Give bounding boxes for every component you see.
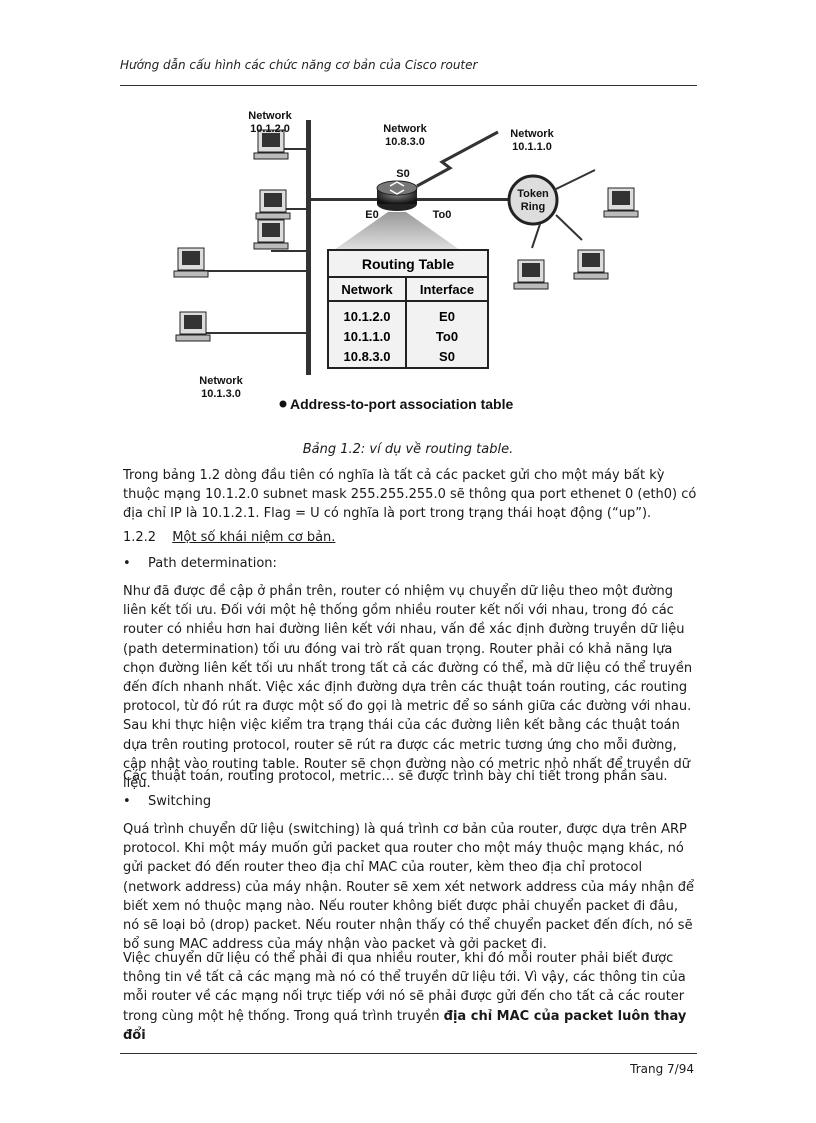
table-cell: 10.1.1.0 bbox=[344, 329, 391, 344]
bullet-dot bbox=[279, 400, 287, 408]
bullet-symbol: • bbox=[123, 556, 131, 571]
paragraph: Trong bảng 1.2 dòng đầu tiên có nghĩa là… bbox=[123, 466, 698, 524]
computer-icon bbox=[173, 247, 209, 278]
paragraph-text: Trong bảng 1.2 dòng đầu tiên có nghĩa là… bbox=[123, 468, 697, 522]
router-icon bbox=[376, 180, 418, 211]
bullet-text: Switching bbox=[148, 794, 212, 809]
section-title: Một số khái niệm cơ bản. bbox=[172, 530, 336, 545]
table-cell: E0 bbox=[439, 309, 455, 324]
computer-icon bbox=[603, 187, 639, 218]
section-number: 1.2.2 bbox=[123, 530, 157, 545]
network-label: Network bbox=[248, 110, 292, 122]
computer-icon bbox=[255, 189, 291, 220]
serial-link bbox=[416, 130, 499, 188]
paragraph-text: Việc chuyển dữ liệu có thể phải đi qua n… bbox=[123, 949, 698, 1045]
paragraph: Các thuật toán, routing protocol, metric… bbox=[123, 767, 698, 786]
routing-table-title: Routing Table bbox=[362, 256, 454, 272]
routing-table: Routing Table Network Interface 10.1.2.0… bbox=[327, 249, 489, 369]
section-heading: 1.2.2 Một số khái niệm cơ bản. bbox=[123, 530, 335, 545]
computer-icon bbox=[253, 219, 289, 250]
interface-label: To0 bbox=[433, 209, 452, 221]
token-ring-label: Token bbox=[517, 188, 549, 200]
figure-caption-text: Address-to-port association table bbox=[290, 396, 513, 412]
network-address: 10.1.3.0 bbox=[201, 388, 241, 400]
token-ring-icon: Token Ring bbox=[507, 174, 559, 226]
table-cell: 10.8.3.0 bbox=[344, 349, 391, 364]
column-header: Interface bbox=[420, 282, 474, 297]
paragraph-text-run: Việc chuyển dữ liệu có thể phải đi qua n… bbox=[123, 951, 686, 1024]
network-label: Network bbox=[199, 375, 243, 387]
paragraph-text: Quá trình chuyển dữ liệu (switching) là … bbox=[123, 822, 695, 953]
routing-table-figure: Token Ring Routing Table Network Interfa… bbox=[173, 110, 639, 412]
bold-text: địa chỉ MAC của packet luôn thay đổi bbox=[123, 1008, 687, 1043]
table-cell: 10.1.2.0 bbox=[344, 309, 391, 324]
token-ring-label: Ring bbox=[521, 201, 545, 213]
table-caption: Bảng 1.2: ví dụ về routing table. bbox=[302, 442, 514, 457]
header-rule bbox=[120, 85, 697, 86]
page-number: Trang 7/94 bbox=[630, 1062, 694, 1076]
paragraph: Quá trình chuyển dữ liệu (switching) là … bbox=[123, 820, 698, 954]
network-address: 10.1.1.0 bbox=[512, 141, 552, 153]
bullet-item: • Path determination: bbox=[123, 556, 277, 571]
page-header: Hướng dẫn cấu hình các chức năng cơ bản … bbox=[120, 58, 478, 72]
column-header: Network bbox=[341, 282, 393, 297]
network-label: Network bbox=[510, 128, 554, 140]
interface-label: S0 bbox=[396, 168, 409, 180]
footer-rule bbox=[120, 1053, 697, 1054]
network-address: 10.8.3.0 bbox=[385, 136, 425, 148]
network-label: Network bbox=[383, 123, 427, 135]
table-cell: S0 bbox=[439, 349, 455, 364]
computer-icon bbox=[175, 311, 211, 342]
paragraph-text: Các thuật toán, routing protocol, metric… bbox=[123, 769, 668, 784]
paragraph: Như đã được đề cập ở phần trên, router c… bbox=[123, 582, 698, 793]
bullet-text: Path determination: bbox=[148, 556, 277, 571]
network-address: 10.1.2.0 bbox=[250, 123, 290, 135]
bullet-item: • Switching bbox=[123, 794, 211, 809]
computer-icon bbox=[253, 129, 289, 160]
computer-icon bbox=[513, 259, 549, 290]
paragraph-text: Như đã được đề cập ở phần trên, router c… bbox=[123, 584, 693, 792]
paragraph: Việc chuyển dữ liệu có thể phải đi qua n… bbox=[123, 949, 698, 1045]
computer-icon bbox=[573, 249, 609, 280]
interface-label: E0 bbox=[365, 209, 378, 221]
ethernet-backbone bbox=[306, 120, 311, 375]
table-cell: To0 bbox=[436, 329, 458, 344]
bullet-symbol: • bbox=[123, 794, 131, 809]
